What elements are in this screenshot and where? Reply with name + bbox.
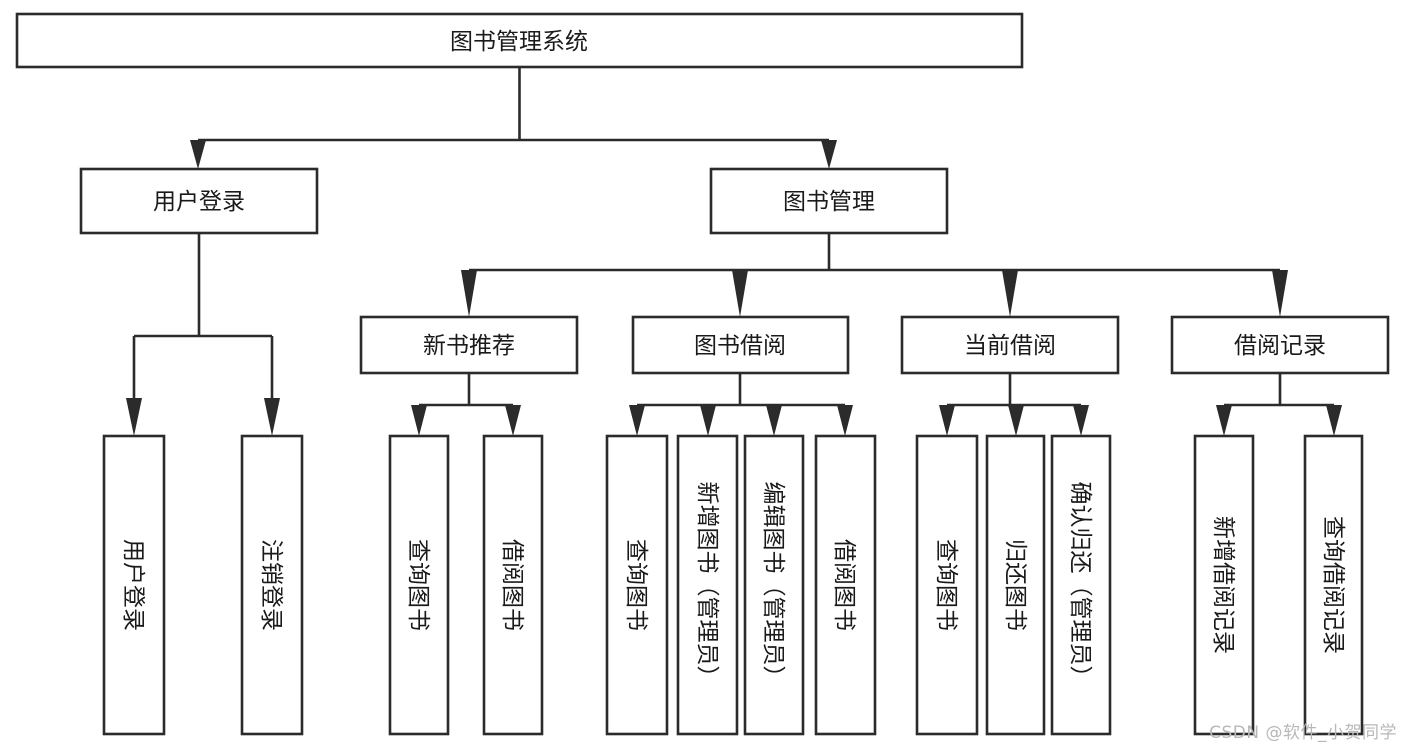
arrow-head-icon — [766, 405, 782, 436]
leaf-query-borrow-record[interactable]: 查询借阅记录 — [1303, 434, 1364, 736]
arrow-head-icon — [1008, 405, 1024, 436]
leaf-return-book-label: 归还图书 — [1002, 539, 1028, 631]
node-user-login-label: 用户登录 — [153, 189, 245, 215]
leaf-borrow-book[interactable]: 借阅图书 — [814, 434, 877, 736]
arrow-head-icon — [126, 398, 142, 436]
node-new-book-recommend-label: 新书推荐 — [423, 333, 515, 359]
leaf-return-book-box[interactable] — [985, 434, 1046, 736]
node-root-label: 图书管理系统 — [450, 29, 588, 55]
node-book-borrow[interactable]: 图书借阅 — [631, 315, 850, 375]
arrow-head-icon — [629, 405, 645, 436]
csdn-watermark: CSDN @软件_小贺同学 — [1209, 723, 1397, 743]
arrow-head-icon — [505, 405, 521, 436]
leaf-confirm-return-admin-label: 确认归还（管理员） — [1067, 482, 1093, 689]
leaf-add-borrow-record-label: 新增借阅记录 — [1210, 516, 1236, 654]
leaf-query-borrow-record-box[interactable] — [1303, 434, 1364, 736]
arrow-head-icon — [1326, 405, 1342, 436]
arrow-head-icon — [461, 270, 477, 317]
leaf-query-book-newbook-label: 查询图书 — [405, 539, 431, 631]
arrow-head-icon — [190, 140, 206, 169]
leaf-add-borrow-record[interactable]: 新增借阅记录 — [1193, 434, 1255, 736]
leaf-query-book-current-label: 查询图书 — [933, 539, 959, 631]
leaf-borrow-book-newbook-box[interactable] — [482, 434, 544, 736]
node-current-borrow-label: 当前借阅 — [964, 333, 1056, 359]
leaf-query-book-borrow-label: 查询图书 — [623, 539, 649, 631]
leaf-confirm-return-admin-box[interactable] — [1050, 434, 1112, 736]
arrow-head-icon — [1216, 405, 1232, 436]
node-current-borrow-box[interactable] — [900, 315, 1120, 375]
node-root[interactable]: 图书管理系统 — [15, 12, 1024, 69]
node-book-borrow-label: 图书借阅 — [694, 333, 786, 359]
arrow-head-icon — [732, 270, 748, 317]
leaf-edit-book-admin-label: 编辑图书（管理员） — [760, 482, 786, 689]
leaf-query-book-borrow[interactable]: 查询图书 — [605, 434, 669, 736]
arrow-head-icon — [700, 405, 716, 436]
leaf-query-book-borrow-box[interactable] — [605, 434, 669, 736]
arrow-head-icon — [1073, 405, 1089, 436]
leaf-query-book-newbook-box[interactable] — [388, 434, 450, 736]
arrow-head-icon — [1002, 270, 1018, 317]
node-borrow-record-box[interactable] — [1170, 315, 1390, 375]
node-book-borrow-box[interactable] — [631, 315, 850, 375]
leaf-add-borrow-record-box[interactable] — [1193, 434, 1255, 736]
leaf-borrow-book-box[interactable] — [814, 434, 877, 736]
node-new-book-recommend[interactable]: 新书推荐 — [359, 315, 579, 375]
leaf-add-book-admin-box[interactable] — [676, 434, 739, 736]
leaf-user-login-label: 用户登录 — [120, 539, 146, 631]
arrow-head-icon — [837, 405, 853, 436]
node-user-login-box[interactable] — [79, 167, 319, 235]
leaf-add-book-admin-label: 新增图书（管理员） — [694, 482, 720, 689]
node-book-management-label: 图书管理 — [783, 189, 875, 215]
arrow-head-icon — [821, 140, 837, 169]
leaf-query-borrow-record-label: 查询借阅记录 — [1320, 516, 1346, 654]
leaf-logout-box[interactable] — [240, 434, 304, 736]
connector-layer — [126, 67, 1342, 436]
arrow-head-icon — [1272, 270, 1288, 317]
leaf-edit-book-admin-box[interactable] — [743, 434, 805, 736]
leaf-user-login[interactable]: 用户登录 — [102, 434, 166, 736]
node-new-book-recommend-box[interactable] — [359, 315, 579, 375]
node-book-management-box[interactable] — [709, 167, 949, 235]
arrow-head-icon — [939, 405, 955, 436]
leaf-borrow-book-newbook-label: 借阅图书 — [499, 539, 525, 631]
leaf-query-book-current-box[interactable] — [915, 434, 979, 736]
leaf-confirm-return-admin[interactable]: 确认归还（管理员） — [1050, 434, 1112, 736]
arrow-head-icon — [264, 398, 280, 436]
leaf-query-book-current[interactable]: 查询图书 — [915, 434, 979, 736]
leaf-edit-book-admin[interactable]: 编辑图书（管理员） — [743, 434, 805, 736]
leaf-user-login-box[interactable] — [102, 434, 166, 736]
leaf-query-book-newbook[interactable]: 查询图书 — [388, 434, 450, 736]
node-book-management[interactable]: 图书管理 — [709, 167, 949, 235]
leaf-borrow-book-label: 借阅图书 — [831, 539, 857, 631]
leaf-logout[interactable]: 注销登录 — [240, 434, 304, 736]
leaf-borrow-book-newbook[interactable]: 借阅图书 — [482, 434, 544, 736]
leaf-logout-label: 注销登录 — [258, 539, 284, 631]
node-root-box[interactable] — [15, 12, 1024, 69]
node-borrow-record[interactable]: 借阅记录 — [1170, 315, 1390, 375]
node-user-login[interactable]: 用户登录 — [79, 167, 319, 235]
leaf-add-book-admin[interactable]: 新增图书（管理员） — [676, 434, 739, 736]
leaf-return-book[interactable]: 归还图书 — [985, 434, 1046, 736]
node-current-borrow[interactable]: 当前借阅 — [900, 315, 1120, 375]
node-borrow-record-label: 借阅记录 — [1234, 333, 1326, 359]
arrow-head-icon — [411, 405, 427, 436]
